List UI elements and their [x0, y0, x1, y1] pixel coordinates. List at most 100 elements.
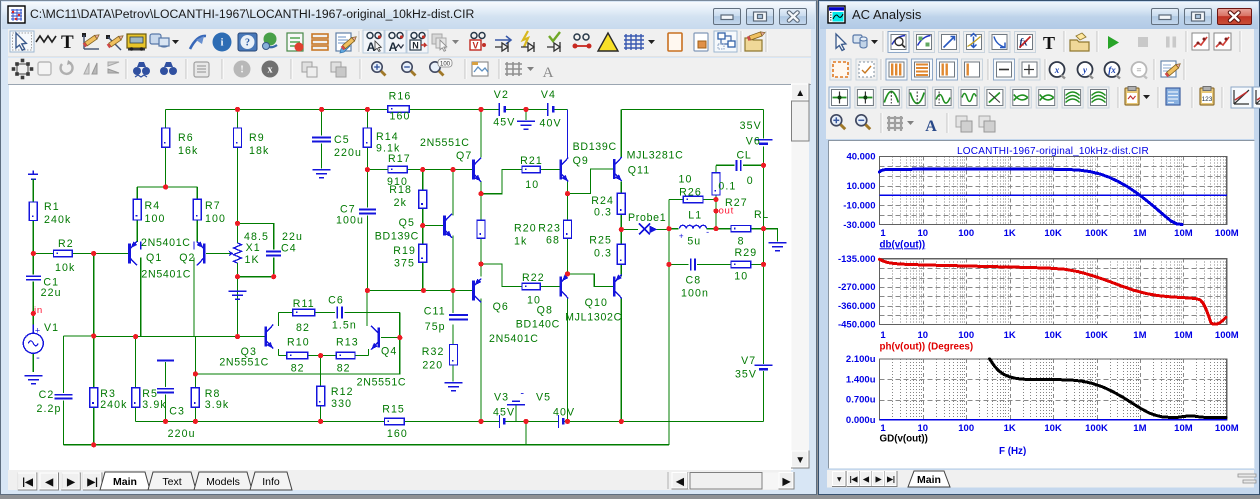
svg-text:▶|: ▶| [86, 477, 98, 488]
svg-text:10K: 10K [1044, 330, 1062, 341]
svg-text:1: 1 [880, 330, 886, 341]
svg-text:R21: R21 [520, 155, 543, 167]
svg-text:-: - [36, 352, 40, 364]
svg-text:R12: R12 [331, 386, 354, 398]
svg-text:C6: C6 [328, 295, 344, 307]
svg-text:10M: 10M [1174, 330, 1193, 341]
svg-text:Q3: Q3 [241, 346, 257, 358]
svg-text:100M: 100M [1215, 330, 1239, 341]
svg-text:2N5401C: 2N5401C [489, 333, 539, 345]
svg-text:10: 10 [734, 271, 748, 283]
svg-text:2.2p: 2.2p [37, 403, 62, 415]
svg-text:R32: R32 [422, 346, 445, 358]
svg-text:100: 100 [958, 330, 974, 341]
svg-text:Q1: Q1 [146, 252, 162, 264]
svg-text:2k: 2k [394, 197, 407, 209]
svg-text:=: = [1136, 65, 1141, 75]
svg-text:82: 82 [296, 322, 310, 334]
svg-text:db(v(out)): db(v(out)) [880, 239, 926, 250]
svg-text:0.3: 0.3 [594, 248, 612, 260]
svg-text:22u: 22u [41, 287, 62, 299]
svg-text:100: 100 [440, 62, 451, 68]
svg-text:Q9: Q9 [573, 155, 589, 167]
svg-text:100u: 100u [336, 215, 364, 227]
svg-text:1M: 1M [1133, 228, 1146, 239]
svg-text:◀: ◀ [862, 474, 870, 483]
svg-text:R20: R20 [514, 223, 537, 235]
svg-text:10: 10 [918, 330, 929, 341]
svg-text:Q8: Q8 [537, 305, 553, 317]
svg-text:100: 100 [958, 228, 974, 239]
svg-text:!: ! [240, 65, 243, 76]
svg-text:1: 1 [880, 228, 886, 239]
svg-text:▶: ▶ [782, 476, 792, 487]
svg-text:1M: 1M [1133, 423, 1146, 434]
svg-text:R15: R15 [382, 404, 405, 416]
svg-text:82: 82 [337, 363, 351, 375]
svg-text:45V: 45V [493, 117, 515, 129]
svg-text:10K: 10K [1044, 228, 1062, 239]
svg-text:-: - [706, 227, 710, 237]
svg-text:R9: R9 [249, 132, 265, 144]
svg-text:Main: Main [113, 476, 137, 488]
svg-text:ph(v(out)) (Degrees): ph(v(out)) (Degrees) [880, 341, 974, 352]
svg-text:R22: R22 [522, 272, 545, 284]
svg-text:V5: V5 [536, 392, 551, 404]
svg-text:R11: R11 [293, 298, 315, 310]
svg-text:R4: R4 [145, 200, 161, 212]
svg-text:|◀: |◀ [22, 477, 33, 488]
svg-text:1K: 1K [245, 254, 260, 266]
svg-text:R3: R3 [100, 388, 116, 400]
svg-text:100: 100 [145, 213, 166, 225]
svg-text:35V: 35V [740, 120, 762, 132]
svg-text:C8: C8 [686, 275, 702, 287]
svg-text:68: 68 [546, 235, 560, 247]
svg-text:V: V [472, 41, 478, 51]
svg-text:C7: C7 [340, 204, 356, 216]
svg-text:BD140C: BD140C [516, 319, 560, 331]
svg-text:A: A [925, 118, 937, 135]
svg-text:V4: V4 [541, 89, 556, 101]
svg-text:240k: 240k [44, 214, 71, 226]
svg-text:-10.000: -10.000 [843, 200, 875, 211]
svg-text:◀: ◀ [675, 476, 684, 487]
svg-text:22u: 22u [282, 231, 303, 243]
svg-text:+: + [35, 325, 41, 335]
svg-text:40V: 40V [553, 407, 575, 419]
svg-text:75p: 75p [425, 321, 446, 333]
svg-text:T: T [1043, 33, 1055, 53]
svg-text:R1: R1 [44, 201, 60, 213]
svg-text:82: 82 [291, 363, 305, 375]
svg-text:x: x [268, 65, 273, 76]
svg-text:x: x [1054, 65, 1060, 75]
svg-text:100M: 100M [1215, 423, 1239, 434]
svg-text:?: ? [245, 38, 250, 49]
svg-text:Text: Text [162, 476, 181, 488]
svg-text:35V: 35V [735, 369, 757, 381]
svg-text:1.400u: 1.400u [846, 375, 876, 386]
svg-text:100n: 100n [681, 288, 709, 300]
svg-text:1K: 1K [1004, 423, 1016, 434]
svg-text:100: 100 [958, 423, 974, 434]
svg-text:R8: R8 [205, 388, 221, 400]
svg-text:Q2: Q2 [179, 252, 195, 264]
svg-text:1K: 1K [1004, 228, 1016, 239]
svg-text:L1: L1 [688, 210, 702, 222]
svg-text:RL: RL [754, 209, 769, 221]
svg-text:Q10: Q10 [585, 297, 608, 309]
svg-text:10: 10 [918, 423, 929, 434]
svg-text:V2: V2 [494, 89, 509, 101]
svg-text:10: 10 [527, 295, 541, 307]
svg-text:▶: ▶ [66, 477, 76, 488]
svg-text:-450.000: -450.000 [838, 320, 876, 331]
svg-text:1: 1 [880, 423, 886, 434]
svg-text:10M: 10M [1174, 423, 1193, 434]
svg-text:100K: 100K [1085, 330, 1108, 341]
svg-text:R23: R23 [538, 223, 561, 235]
svg-text:2.100u: 2.100u [846, 354, 876, 365]
svg-text:C4: C4 [281, 243, 297, 255]
svg-text:40.000: 40.000 [846, 152, 875, 163]
svg-text:Info: Info [262, 476, 280, 488]
svg-text:220u: 220u [168, 428, 196, 440]
svg-text:R13: R13 [336, 337, 359, 349]
